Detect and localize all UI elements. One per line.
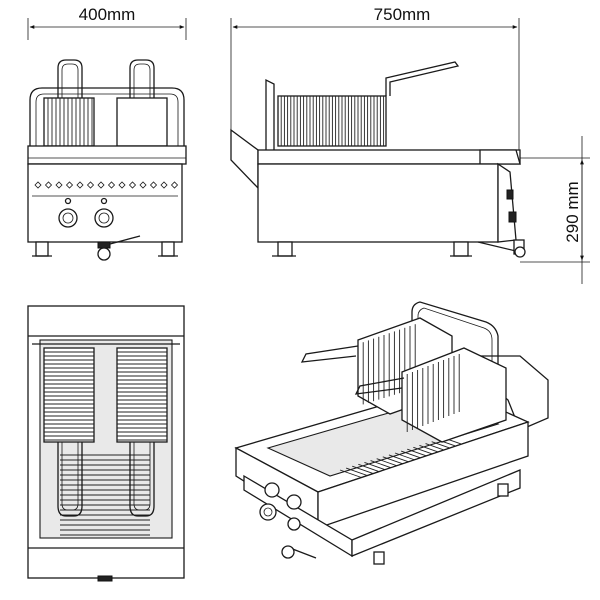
iso-knob-1 [264,482,280,498]
height-dimension: 290 mm [520,136,590,284]
length-label: 750mm [374,5,431,24]
top-basket-right [116,347,168,517]
control-knob-right [94,208,114,228]
top-basket-left [43,347,95,517]
drain-valve-front [97,235,141,261]
top-view [27,305,185,582]
front-view: 400mm [27,5,187,261]
width-dimension: 400mm [27,5,187,40]
iso-knob-2 [286,494,302,510]
iso-knob-4 [287,517,301,531]
drain-valve-side [477,239,526,258]
height-label: 290 mm [563,181,582,242]
iso-basket-right [354,347,507,443]
side-body [257,163,499,243]
isometric-view [234,301,549,565]
side-basket [265,61,460,160]
control-knob-left [58,208,78,228]
width-label: 400mm [79,5,136,24]
iso-knob-3 [259,503,277,521]
length-dimension: 750mm [230,5,520,150]
front-basket-right [116,59,168,147]
side-view: 750mm [230,5,590,284]
